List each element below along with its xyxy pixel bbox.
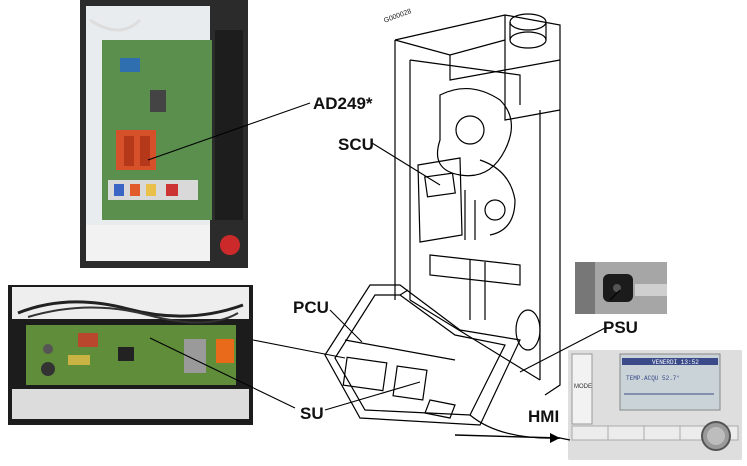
ad249-board-photo (80, 0, 248, 268)
psu-leader-line (519, 327, 606, 373)
label-scu: SCU (338, 135, 374, 154)
label-psu: PSU (603, 318, 638, 337)
hmi-arrow-head (550, 433, 560, 443)
label-ad249: AD249* (313, 94, 373, 113)
psu-photo (575, 262, 667, 314)
hmi-side-label: MODE (574, 384, 592, 390)
su-leader-line-right (324, 381, 421, 411)
hmi-panel-photo: MODE VENERDI 13:52 TEMP.ACQU 52.7° (568, 350, 742, 460)
ad249-leader-line (147, 102, 311, 161)
hmi-display-line2: TEMP.ACQU 52.7° (626, 375, 680, 382)
scu-leader-line (371, 142, 441, 186)
pcu-board-photo (8, 285, 253, 425)
label-hmi: HMI (528, 407, 560, 426)
su-leader-line-left (149, 337, 296, 409)
label-pcu: PCU (293, 298, 329, 317)
pcu-leader-line (329, 309, 363, 343)
pcu-photo-leader (252, 339, 346, 359)
label-su: SU (300, 404, 324, 423)
hmi-arrow-line (454, 434, 561, 439)
hmi-display-line1: VENERDI 13:52 (652, 359, 699, 366)
psu-photo-pointer (609, 289, 621, 301)
